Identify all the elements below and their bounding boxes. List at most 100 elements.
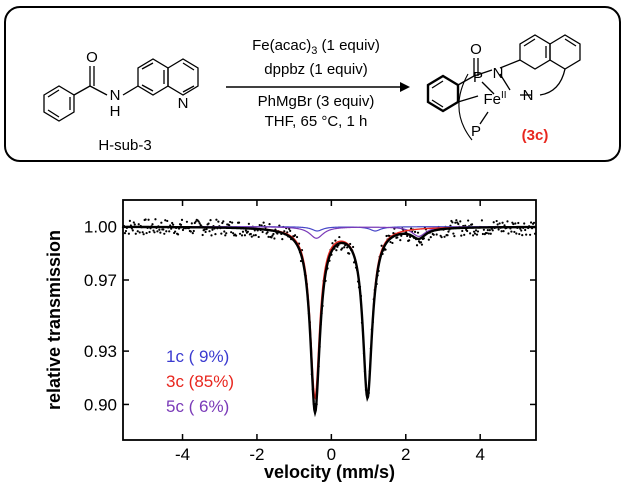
data-point	[295, 235, 299, 239]
data-point	[174, 230, 177, 233]
x-tick-label-0: -4	[175, 445, 190, 464]
atom-n3: N	[493, 65, 504, 82]
data-point	[261, 230, 264, 234]
data-point	[517, 221, 520, 225]
reaction-scheme: O N H N H-sub-3 Fe(acac)3 (1 equiv) dppb…	[43, 34, 581, 154]
data-point	[293, 234, 297, 237]
data-point	[217, 220, 220, 223]
data-point	[396, 236, 399, 239]
data-point	[520, 229, 523, 232]
data-point	[513, 230, 516, 234]
data-point	[512, 222, 515, 226]
reactant-label: H-sub-3	[98, 137, 151, 154]
data-point	[334, 239, 337, 242]
data-point	[452, 232, 455, 235]
data-point	[461, 229, 464, 233]
data-point	[128, 219, 131, 222]
data-point	[391, 241, 394, 245]
data-point	[521, 234, 524, 237]
data-point	[523, 222, 526, 225]
atom-p2: P	[471, 123, 481, 140]
data-point	[408, 239, 411, 242]
data-point	[486, 229, 489, 232]
data-point	[343, 246, 346, 249]
data-point	[270, 236, 273, 239]
x-tick-label-1: -2	[249, 445, 264, 464]
data-point	[443, 235, 446, 238]
data-point	[455, 219, 458, 222]
data-point	[229, 220, 232, 224]
data-point	[163, 232, 166, 235]
data-point	[447, 230, 450, 233]
data-point	[474, 229, 478, 232]
data-point	[124, 229, 128, 233]
data-point	[127, 232, 130, 235]
data-point	[469, 232, 472, 235]
data-point	[281, 237, 284, 241]
data-point	[496, 223, 499, 226]
data-point	[341, 247, 344, 250]
data-point	[152, 229, 155, 232]
data-point	[495, 219, 498, 223]
data-point	[429, 236, 432, 239]
data-point	[440, 236, 443, 239]
data-point	[289, 229, 292, 232]
data-point	[266, 231, 269, 234]
data-point	[502, 230, 505, 233]
atom-n1: N	[110, 87, 121, 104]
data-point	[232, 232, 235, 235]
data-point	[467, 219, 470, 222]
data-point	[166, 219, 169, 223]
data-point	[492, 221, 495, 224]
reagent-line-1: Fe(acac)3 (1 equiv)	[252, 37, 380, 57]
data-point	[153, 231, 156, 234]
data-point	[482, 228, 485, 231]
data-point	[164, 219, 167, 222]
data-point	[247, 222, 250, 225]
data-point	[415, 244, 419, 247]
y-tick-label-1: 0.93	[84, 342, 117, 361]
data-point	[192, 229, 195, 233]
data-point	[335, 249, 338, 252]
atom-o1: O	[86, 49, 98, 66]
data-point	[180, 218, 184, 221]
x-tick-label-4: 4	[475, 445, 484, 464]
data-point	[525, 233, 528, 236]
data-point	[476, 230, 480, 233]
data-point	[145, 231, 148, 235]
data-point	[416, 231, 420, 234]
data-point	[134, 232, 137, 235]
data-point	[267, 235, 270, 238]
data-point	[470, 223, 474, 226]
data-point	[160, 221, 163, 224]
data-point	[194, 220, 197, 223]
plot-frame	[122, 199, 537, 441]
atom-fe: FeII	[483, 90, 506, 108]
data-point	[252, 234, 255, 237]
data-point	[132, 221, 135, 224]
data-point	[506, 220, 509, 223]
data-point	[254, 234, 257, 237]
data-point	[224, 234, 227, 237]
data-point	[158, 228, 161, 231]
data-point	[283, 230, 286, 233]
data-point	[185, 220, 189, 223]
data-point	[209, 219, 212, 222]
data-point	[223, 230, 226, 233]
atom-n2: N	[178, 95, 189, 112]
reaction-arrowhead	[400, 82, 410, 92]
data-point	[420, 243, 424, 246]
data-point	[331, 242, 334, 245]
data-point	[466, 229, 469, 233]
data-point	[352, 245, 355, 249]
data-point	[220, 232, 223, 235]
data-point	[154, 218, 157, 221]
data-point	[189, 230, 192, 233]
data-point	[165, 230, 168, 233]
data-point	[211, 228, 214, 231]
data-point	[457, 222, 460, 226]
atom-h1: H	[110, 103, 121, 120]
data-point	[243, 234, 247, 237]
data-point	[501, 221, 504, 224]
